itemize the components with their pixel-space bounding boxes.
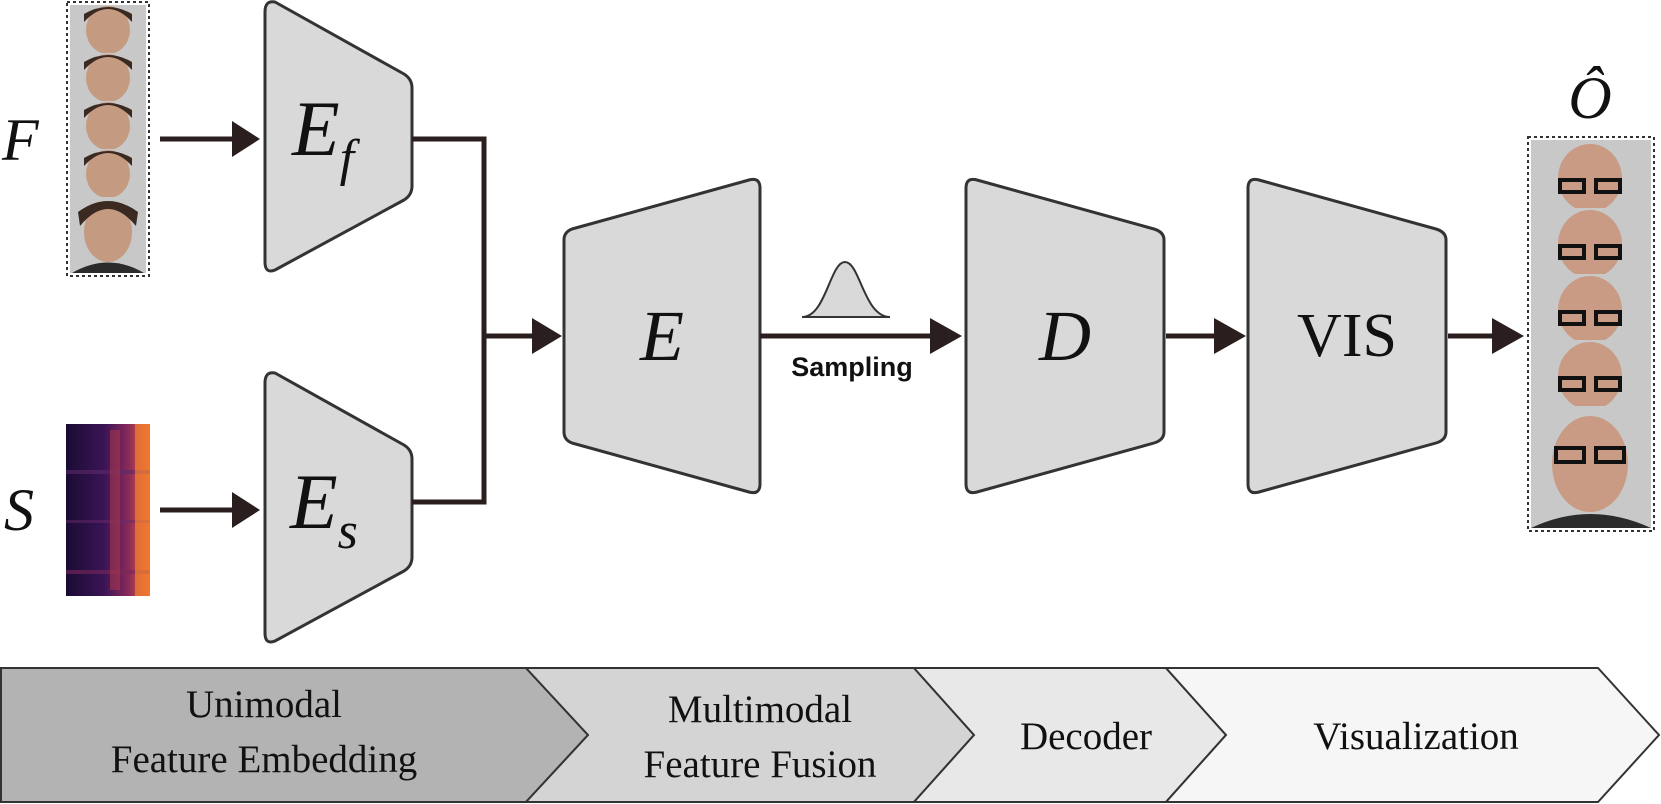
output-symbol: Ô xyxy=(1568,65,1611,131)
stage-multimodal-line2: Feature Fusion xyxy=(644,743,877,786)
face-frame xyxy=(1531,274,1651,344)
speech-input-symbol: S xyxy=(4,477,34,543)
merge-connector xyxy=(412,136,562,505)
gaussian-distribution-icon xyxy=(801,260,891,318)
decoder-block: D xyxy=(964,177,1166,495)
stage-visualization xyxy=(1163,667,1661,803)
face-frame xyxy=(70,101,146,150)
face-to-encoder-arrow xyxy=(160,121,260,157)
face-frame xyxy=(70,149,146,198)
visualizer-block: VIS xyxy=(1246,177,1448,495)
face-frame xyxy=(1531,406,1651,528)
face-frame xyxy=(70,197,146,273)
stage-decoder-label: Decoder xyxy=(1020,715,1152,758)
sampling-label: Sampling xyxy=(791,352,913,382)
fusion-encoder-label: E xyxy=(639,296,684,376)
speech-encoder-label: E xyxy=(289,458,338,545)
speech-to-encoder-arrow xyxy=(160,492,260,528)
input-spectrogram xyxy=(66,424,150,596)
speech-encoder-block: Es xyxy=(263,371,414,644)
face-frame xyxy=(70,5,146,54)
face-encoder-label: E xyxy=(291,85,340,172)
stage-unimodal-line1: Unimodal xyxy=(186,683,342,726)
face-frame xyxy=(1531,140,1651,212)
face-frame xyxy=(1531,208,1651,278)
stage-visualization-label: Visualization xyxy=(1313,715,1519,758)
vis-to-output-arrow xyxy=(1448,318,1524,354)
svg-text:Es: Es xyxy=(289,458,358,560)
face-frame xyxy=(70,53,146,102)
decoder-label: D xyxy=(1038,296,1091,376)
visualizer-label: VIS xyxy=(1297,302,1397,370)
output-face-frames xyxy=(1527,136,1655,532)
stage-bar: Unimodal Feature Embedding Multimodal Fe… xyxy=(0,667,1661,803)
decoder-to-vis-arrow xyxy=(1166,318,1246,354)
speech-encoder-subscript: s xyxy=(338,503,358,560)
face-frame xyxy=(1531,340,1651,410)
fusion-encoder-block: E xyxy=(562,177,762,495)
sampling-arrow xyxy=(760,318,962,354)
face-input-symbol: F xyxy=(1,107,40,173)
face-encoder-block: Ef xyxy=(263,0,414,273)
stage-unimodal-line2: Feature Embedding xyxy=(111,738,418,781)
stage-multimodal-line1: Multimodal xyxy=(668,688,852,731)
input-face-frames xyxy=(66,1,150,277)
